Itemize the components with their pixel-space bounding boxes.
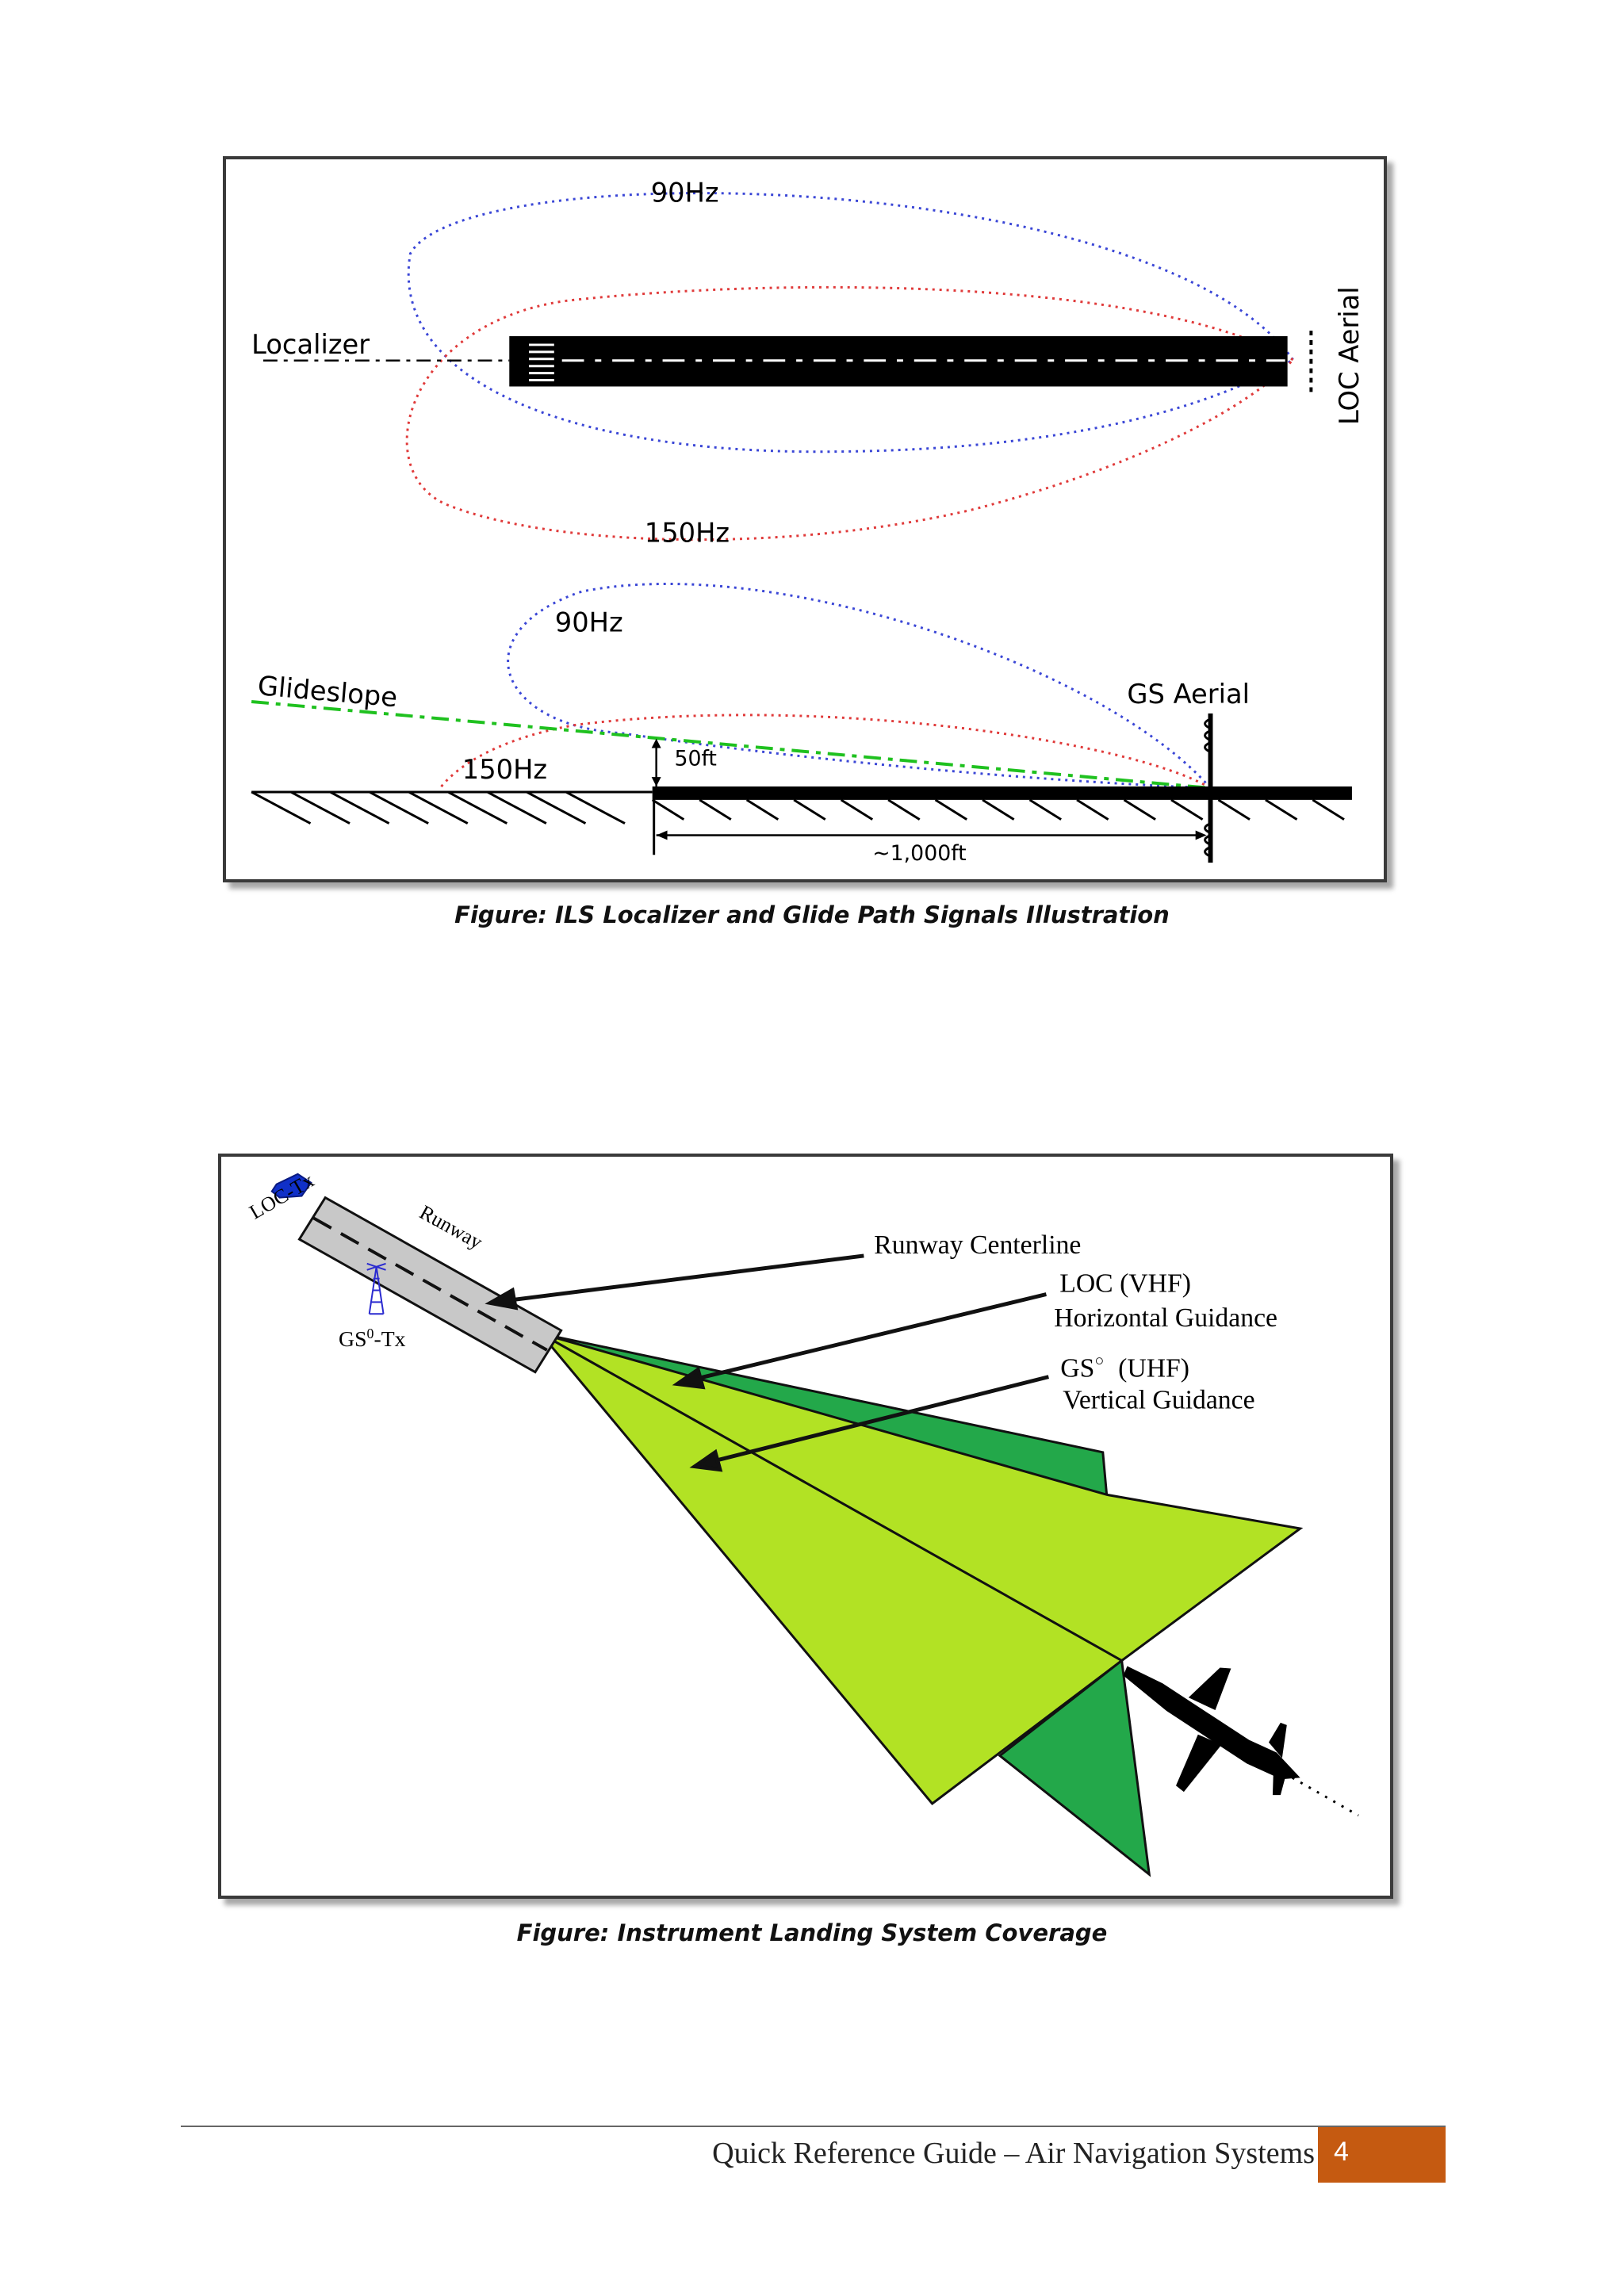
gs-tx-label-suffix: -Tx bbox=[373, 1327, 405, 1352]
loc-tx-label: LOC-Tx bbox=[245, 1169, 317, 1224]
loc-vhf-label: LOC (VHF) bbox=[1059, 1269, 1191, 1299]
runway-threshold-markings bbox=[529, 343, 554, 382]
loc-90hz-lobe bbox=[407, 192, 1295, 453]
loc-aerial-label: LOC Aerial bbox=[1334, 286, 1365, 425]
gs-tx-tower-icon bbox=[366, 1262, 386, 1315]
ils-signal-diagram: 90Hz 150Hz Localizer LOC Aerial bbox=[251, 178, 1365, 866]
gs-90hz-label: 90Hz bbox=[555, 607, 623, 638]
glideslope-path bbox=[251, 699, 1211, 790]
gs-tx-label: GS0-Tx bbox=[339, 1326, 406, 1352]
gs-uhf-label-band: (UHF) bbox=[1118, 1354, 1189, 1383]
glideslope-label: Glideslope bbox=[256, 670, 398, 713]
ground-hatching bbox=[251, 790, 1345, 825]
aircraft-icon bbox=[1123, 1666, 1300, 1796]
footer-title: Quick Reference Guide – Air Navigation S… bbox=[712, 2137, 1315, 2170]
page-number-badge: 4 bbox=[1318, 2127, 1446, 2183]
loc-coverage-sector-lower bbox=[998, 1658, 1151, 1877]
ils-coverage-diagram: LOC-Tx Runway GS0-Tx Runway Centerline L… bbox=[245, 1169, 1359, 1877]
distance-label: ~1,000ft bbox=[872, 841, 966, 866]
gs-tx-label-sup: 0 bbox=[367, 1326, 374, 1341]
gs-uhf-label-base: GS bbox=[1060, 1354, 1094, 1383]
gs-150hz-label: 150Hz bbox=[462, 754, 547, 785]
runway-profile bbox=[652, 786, 1352, 800]
gs-150hz-lobe bbox=[439, 714, 1212, 790]
height-label: 50ft bbox=[674, 746, 716, 771]
footer-rule bbox=[181, 2126, 1446, 2127]
figure1-caption: Figure: ILS Localizer and Glide Path Sig… bbox=[454, 901, 1170, 928]
loc-tx-marker bbox=[270, 1173, 312, 1199]
ils-signal-figure: 90Hz 150Hz Localizer LOC Aerial bbox=[223, 156, 1387, 882]
figure2-caption: Figure: Instrument Landing System Covera… bbox=[516, 1919, 1108, 1946]
gs-uhf-label-sup: ○ bbox=[1094, 1353, 1104, 1370]
gs-aerial-elements bbox=[1204, 718, 1212, 858]
ils-coverage-figure: LOC-Tx Runway GS0-Tx Runway Centerline L… bbox=[218, 1154, 1393, 1899]
localizer-label: Localizer bbox=[251, 329, 370, 360]
horizontal-guidance-label: Horizontal Guidance bbox=[1054, 1303, 1277, 1333]
vertical-guidance-label: Vertical Guidance bbox=[1063, 1385, 1254, 1414]
height-arrow-top bbox=[651, 738, 661, 748]
approach-path-dots bbox=[1291, 1776, 1359, 1817]
runway-plan-centerline bbox=[312, 1216, 548, 1352]
gs-tx-label-base: GS bbox=[339, 1327, 366, 1352]
loc-90hz-label: 90Hz bbox=[651, 178, 719, 209]
distance-arrow-right bbox=[1195, 830, 1207, 840]
loc-150hz-lobe bbox=[405, 285, 1295, 541]
loc-150hz-label: 150Hz bbox=[645, 518, 730, 549]
callout-arrows bbox=[485, 1253, 1049, 1472]
page-number: 4 bbox=[1334, 2137, 1349, 2167]
height-arrow-bottom bbox=[651, 777, 661, 787]
gs-uhf-label: GS○ (UHF) bbox=[1060, 1353, 1189, 1383]
gs-coverage-sector-lower bbox=[539, 1332, 1124, 1806]
distance-arrow-left bbox=[656, 830, 668, 840]
runway-label: Runway bbox=[416, 1200, 486, 1253]
gs-aerial-label: GS Aerial bbox=[1127, 679, 1250, 710]
runway-centerline-label: Runway Centerline bbox=[874, 1230, 1081, 1260]
